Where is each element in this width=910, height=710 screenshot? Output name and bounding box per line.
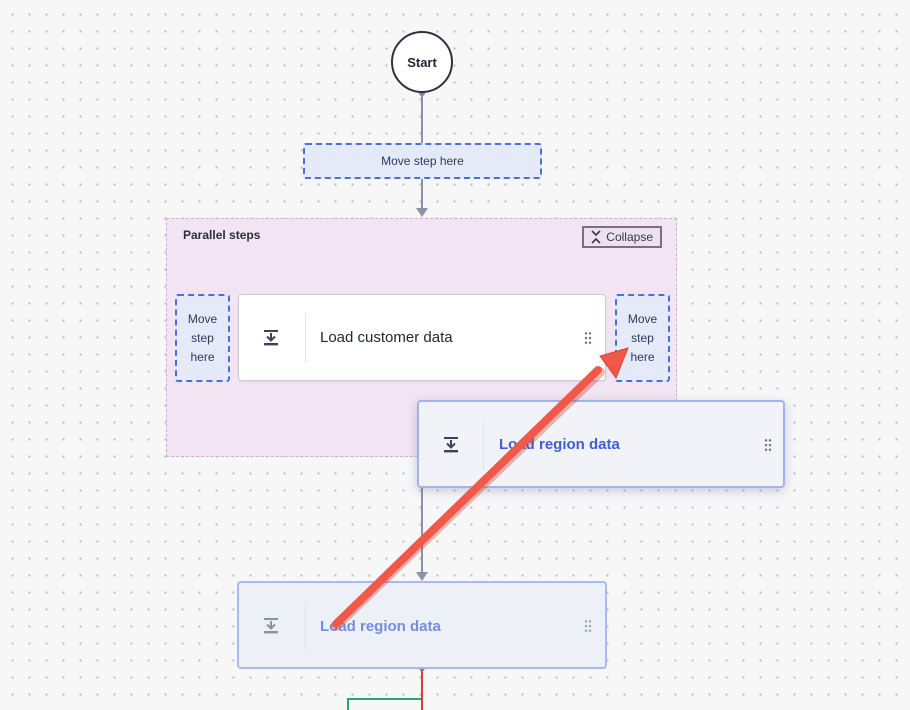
step-separator (305, 601, 306, 651)
load-data-icon (264, 330, 278, 346)
drop-zone-word: here (190, 349, 215, 364)
step-card-load-customer-data[interactable]: Load customer data (238, 294, 606, 381)
group-title: Parallel steps (183, 228, 261, 242)
drop-zone-left[interactable]: Move step here (175, 294, 230, 382)
drop-zone-word: step (631, 330, 654, 345)
drag-handle-icon[interactable] (584, 619, 592, 633)
drop-zone-word: Move (187, 311, 218, 326)
connector-dropzone-to-group (421, 179, 423, 212)
drop-zone-top[interactable]: Move step here (303, 143, 542, 179)
connector-start-to-dropzone (421, 92, 423, 144)
arrow-head-down-icon (416, 572, 428, 581)
drag-handle-icon[interactable] (764, 438, 772, 452)
start-node[interactable]: Start (391, 31, 453, 93)
step-separator (305, 313, 306, 363)
connector-group-to-step (421, 487, 423, 575)
drop-zone-right[interactable]: Move step here (615, 294, 670, 382)
connector-green-branch (347, 698, 421, 710)
drop-zone-word: Move (627, 311, 658, 326)
connector-dot (419, 90, 425, 96)
drop-zone-word: step (191, 330, 214, 345)
step-label: Load region data (320, 618, 441, 635)
collapse-icon (591, 230, 601, 244)
arrow-head-down-icon (416, 208, 428, 217)
connector-red-line (421, 670, 423, 710)
step-card-placeholder-load-region-data[interactable]: Load region data (237, 581, 607, 669)
collapse-button[interactable]: Collapse (582, 226, 662, 248)
step-separator (483, 420, 484, 470)
drop-zone-word: here (630, 349, 655, 364)
drag-handle-icon[interactable] (584, 331, 592, 345)
start-label: Start (407, 54, 437, 70)
load-data-icon (264, 618, 278, 634)
step-label: Load customer data (320, 329, 453, 346)
load-data-icon (444, 437, 458, 453)
collapse-label: Collapse (606, 230, 653, 244)
drop-zone-label: Move step here (381, 154, 464, 168)
